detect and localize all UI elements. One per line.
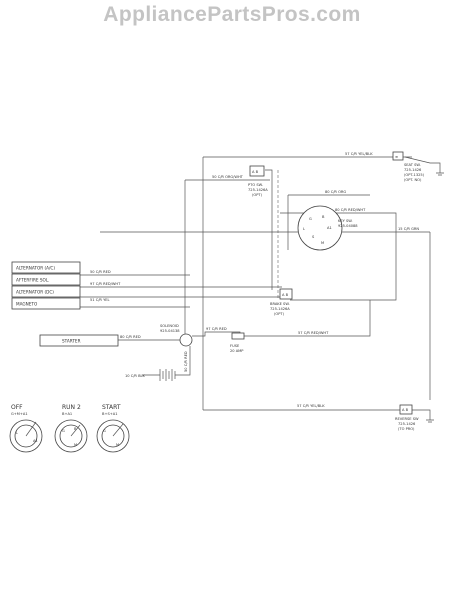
- reverse-switch-opt: (TO PRO): [398, 427, 415, 431]
- wire-labels: 57 C/R YEL/BLK 50 C/R ORG/WHT 80 C/R ORG…: [90, 152, 419, 408]
- wires: [80, 156, 444, 423]
- reverse-switch-label: REVERSE SW: [395, 417, 419, 421]
- svg-text:M: M: [74, 443, 77, 447]
- seat-switch: ≡ SEAT SW. 725-1426 (OPT-1325) (OPT. NO): [392, 151, 425, 182]
- svg-text:G: G: [103, 429, 106, 433]
- module-magneto: MAGNETO: [11, 297, 81, 310]
- wire-label-magneto-yel: 51 C/R YEL: [90, 298, 110, 302]
- wire-label-red-wht-upper: 50 C/R ORG/WHT: [212, 175, 244, 179]
- wire-label-fuse-red: 97 C/R RED: [206, 327, 227, 331]
- key-terminal-s: S: [312, 235, 315, 239]
- wire-label-solenoid-red: 50 C/R RED: [184, 351, 188, 372]
- svg-text:A1: A1: [33, 439, 38, 443]
- key-position-start-title: START: [102, 404, 121, 411]
- module-label-magneto: MAGNETO: [16, 302, 38, 307]
- wire-label-alt-red: 50 C/R RED: [90, 270, 111, 274]
- watermark-text: AppliancePartsPros.com: [103, 3, 361, 26]
- svg-text:A B: A B: [252, 170, 259, 174]
- key-position-run: RUN 2 B+A1 G B M: [54, 404, 88, 453]
- module-alternator-ac: ALTERNATOR (A/C): [11, 261, 81, 274]
- wire-label-orange: 80 C/R ORG: [325, 190, 346, 194]
- svg-text:G: G: [62, 429, 65, 433]
- svg-text:≡: ≡: [395, 155, 398, 159]
- key-position-start-circuit: B+S+A1: [102, 412, 118, 416]
- wire-label-starter-red: 80 C/R RED: [120, 335, 141, 339]
- key-terminal-b: B: [322, 215, 325, 219]
- wire-label-green: 15 C/R GRN: [398, 227, 419, 231]
- wire-label-bottom-yel-blk: 57 C/R YEL/BLK: [297, 404, 325, 408]
- key-position-off-circuit: G+M+A1: [11, 412, 28, 416]
- pto-switch-opt: (OPT): [252, 193, 263, 197]
- key-position-run-circuit: B+A1: [62, 412, 72, 416]
- key-switch-part: 925-04088: [338, 224, 358, 228]
- fuse-rating: 20 AMP: [230, 349, 244, 353]
- seat-switch-note: (OPT. NO): [404, 178, 422, 182]
- module-starter: STARTER: [39, 334, 119, 347]
- brake-switch-part: 725-1426A: [270, 307, 290, 311]
- module-label-alternator-ac: ALTERNATOR (A/C): [16, 266, 55, 271]
- module-label-alternator-dc: ALTERNATOR (DC): [16, 290, 54, 295]
- brake-switch: A B BRAKE SW. 725-1426A (OPT): [270, 288, 293, 316]
- key-switch-label: KEY SW.: [338, 219, 353, 223]
- key-position-run-title: RUN 2: [62, 404, 81, 411]
- key-position-off-title: OFF: [11, 404, 23, 411]
- fuse: FUSE 20 AMP: [230, 332, 245, 353]
- svg-text:A B: A B: [282, 293, 289, 297]
- battery: [159, 369, 176, 381]
- solenoid: SOLENOID 925-04138: [160, 324, 193, 347]
- key-position-off: OFF G+M+A1 L A1: [9, 404, 43, 453]
- key-terminal-g: G: [309, 217, 312, 221]
- key-terminal-l: L: [303, 227, 305, 231]
- seat-switch-opt: (OPT-1325): [404, 173, 425, 177]
- fuse-label: FUSE: [230, 344, 240, 348]
- key-switch: G L B A1 S M KEY SW. 925-04088: [297, 205, 358, 251]
- solenoid-part: 925-04138: [160, 329, 180, 333]
- key-position-legend: OFF G+M+A1 L A1 RUN 2 B+A1 G B M START B…: [9, 404, 130, 453]
- wire-label-red-wht-long: 57 C/R RED/WHT: [298, 331, 329, 335]
- module-label-afterfire-sol: AFTERFIRE SOL.: [16, 278, 49, 283]
- svg-text:A B: A B: [402, 408, 409, 412]
- reverse-switch-part: 725-1426: [398, 422, 416, 426]
- reverse-switch: A B REVERSE SW 725-1426 (TO PRO): [395, 404, 419, 431]
- module-label-starter: STARTER: [62, 339, 81, 344]
- solenoid-label: SOLENOID: [160, 324, 179, 328]
- pto-switch: A B PTO SW. 725-1426A (OPT): [248, 165, 268, 197]
- wire-label-after-red-wht: 97 C/R RED/WHT: [90, 282, 121, 286]
- brake-switch-opt: (OPT): [274, 312, 285, 316]
- pto-switch-part: 725-1426A: [248, 188, 268, 192]
- module-alternator-dc: ALTERNATOR (DC): [11, 285, 81, 298]
- module-afterfire-sol: AFTERFIRE SOL.: [11, 273, 81, 286]
- wire-label-black: 10 C/R BLK: [125, 374, 146, 378]
- svg-text:M: M: [116, 443, 119, 447]
- key-terminal-m: M: [321, 241, 324, 245]
- seat-switch-label: SEAT SW.: [404, 163, 421, 167]
- wire-label-red-wht-ign: 80 C/R RED/WHT: [335, 208, 366, 212]
- svg-text:L: L: [16, 431, 18, 435]
- key-terminal-a1: A1: [327, 226, 332, 230]
- key-position-start: START B+S+A1 G M: [96, 404, 130, 453]
- seat-switch-part: 725-1426: [404, 168, 422, 172]
- svg-text:B: B: [74, 427, 77, 431]
- pto-switch-label: PTO SW.: [248, 183, 263, 187]
- brake-switch-label: BRAKE SW.: [270, 302, 290, 306]
- wire-label-top-yel-blk: 57 C/R YEL/BLK: [345, 152, 373, 156]
